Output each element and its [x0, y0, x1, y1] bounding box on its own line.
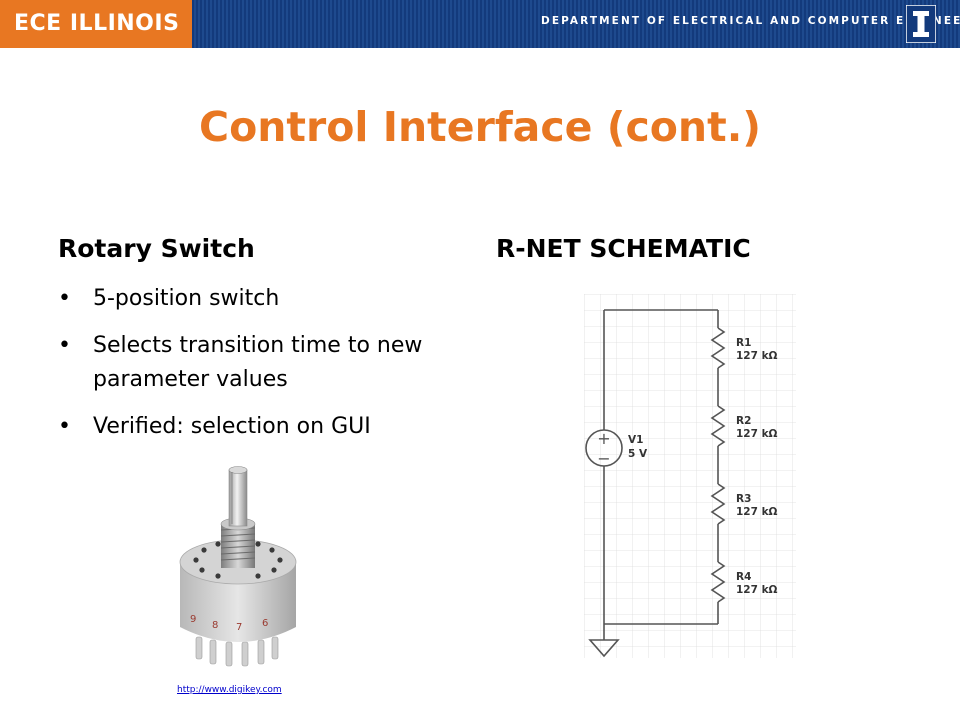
schematic-grid [584, 294, 796, 658]
svg-text:8: 8 [212, 620, 218, 631]
resistor-name: R4 [736, 571, 751, 583]
resistor-name: R2 [736, 415, 751, 427]
source-value: 5 V [628, 448, 648, 460]
resistor-value: 127 kΩ [736, 506, 778, 518]
header-stripes [192, 0, 960, 48]
source-name: V1 [628, 434, 643, 446]
resistor-value: 127 kΩ [736, 428, 778, 440]
resistor-value: 127 kΩ [736, 350, 778, 362]
rotary-switch-photo: 9 8 7 6 [179, 466, 297, 667]
svg-text:6: 6 [262, 618, 268, 629]
source-minus-sign: − [597, 449, 610, 468]
schematic-heading: R-NET SCHEMATIC [496, 234, 751, 263]
ece-illinois-logo[interactable]: ECE ILLINOIS [0, 0, 192, 48]
department-name: DEPARTMENT OF ELECTRICAL AND COMPUTER EN… [541, 15, 960, 27]
rotary-switch-heading: Rotary Switch [58, 234, 255, 263]
rnet-schematic: + − V1 5 V R1 127 kΩ R2 127 kΩ R3 127 kΩ… [584, 294, 796, 658]
image-credit-link[interactable]: http://www.digikey.com [177, 685, 282, 695]
slide-title: Control Interface (cont.) [198, 103, 762, 151]
bullet-item: Selects transition time to new parameter… [58, 329, 458, 397]
bullet-item: 5-position switch [58, 282, 458, 316]
resistor-value: 127 kΩ [736, 584, 778, 596]
resistor-name: R3 [736, 493, 751, 505]
source-plus-sign: + [597, 429, 610, 448]
illinois-i-icon [906, 5, 936, 43]
header-bar: ECE ILLINOIS DEPARTMENT OF ELECTRICAL AN… [0, 0, 960, 48]
resistor-name: R1 [736, 337, 751, 349]
bullet-list: 5-position switch Selects transition tim… [58, 282, 458, 457]
svg-text:7: 7 [236, 622, 242, 633]
svg-text:9: 9 [190, 614, 196, 625]
bullet-item: Verified: selection on GUI [58, 410, 458, 444]
